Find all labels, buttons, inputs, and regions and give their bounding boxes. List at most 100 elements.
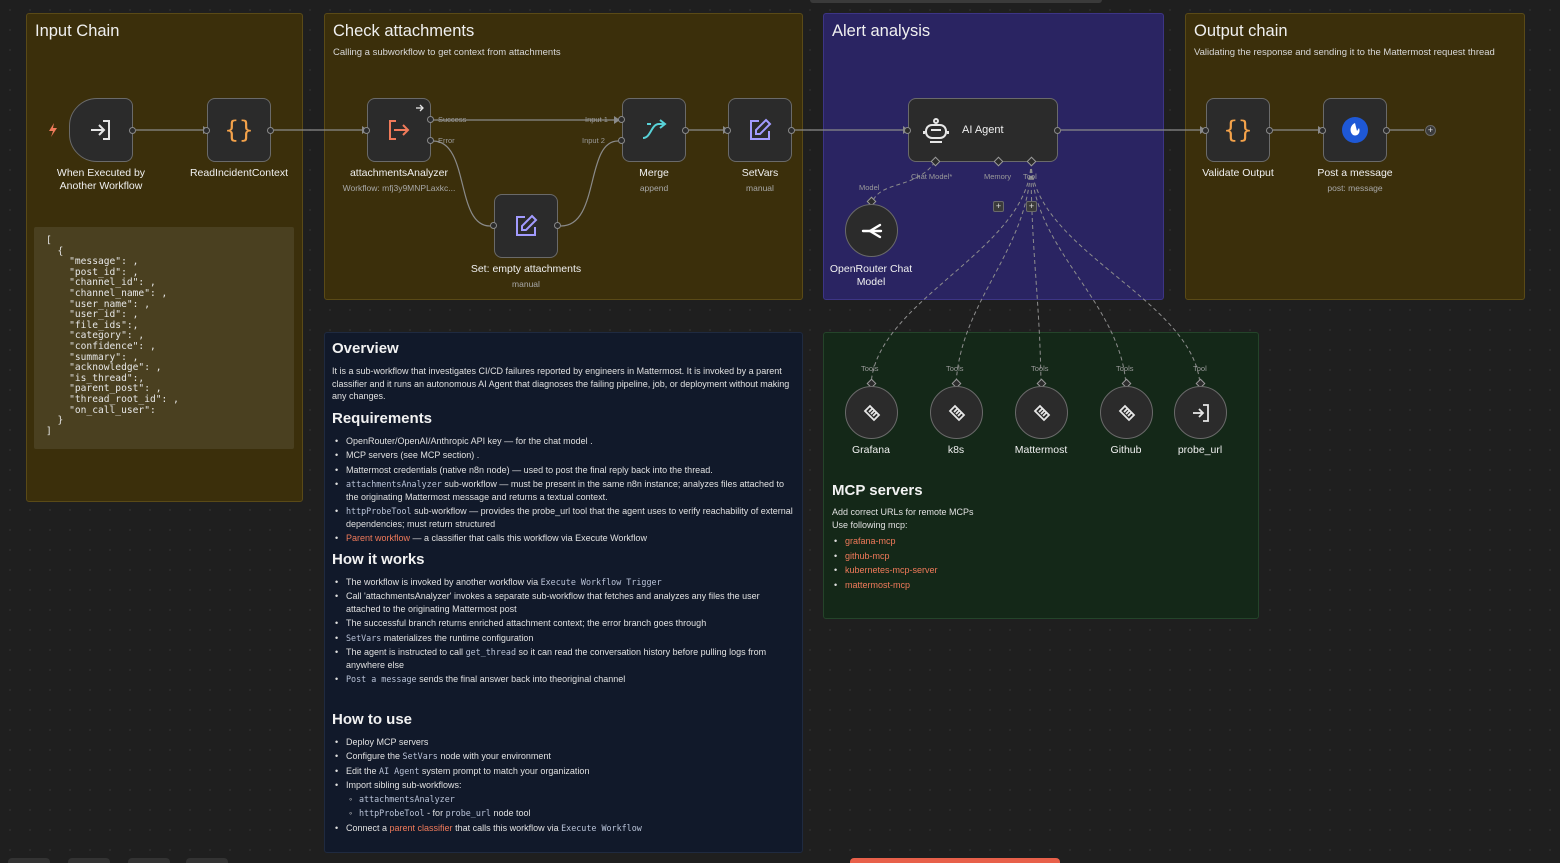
wrench-icon: [1101, 387, 1152, 438]
section-title: MCP servers: [832, 482, 923, 499]
node-subtitle: manual: [746, 183, 774, 193]
port-label-tools: Tools: [1116, 364, 1134, 373]
open-subworkflow-icon[interactable]: [415, 103, 425, 113]
mcp-link[interactable]: github-mcp: [845, 550, 890, 561]
sample-json-block: [ { "message": , "post_id": , "channel_i…: [34, 227, 294, 449]
node-validate-output[interactable]: {}: [1206, 98, 1270, 162]
output-handle[interactable]: [267, 127, 274, 134]
output-handle[interactable]: [554, 222, 561, 229]
output-handle[interactable]: [788, 127, 795, 134]
parent-classifier-link[interactable]: parent classifier: [389, 822, 453, 833]
sticky-title: Alert analysis: [832, 22, 931, 40]
port-label-success: Success: [438, 115, 467, 124]
output-handle[interactable]: [1054, 127, 1061, 134]
port-label-chat-model: Chat Model*: [911, 172, 953, 181]
port-label-memory: Memory: [984, 172, 1012, 181]
add-memory-button[interactable]: +: [993, 201, 1004, 212]
input-handle[interactable]: [904, 127, 911, 134]
node-post-a-message[interactable]: [1323, 98, 1387, 162]
input-handle[interactable]: [363, 127, 370, 134]
mcp-servers-section: MCP servers Add correct URLs for remote …: [832, 482, 974, 592]
svg-text:{}: {}: [225, 116, 254, 144]
output-handle[interactable]: [129, 127, 136, 134]
mcp-link[interactable]: mattermost-mcp: [845, 579, 911, 590]
node-ai-agent[interactable]: AI Agent: [908, 98, 1058, 162]
section-title: Overview: [332, 340, 399, 357]
input-handle-1[interactable]: [618, 116, 625, 123]
sample-json-text: [ { "message": , "post_id": , "channel_i…: [46, 235, 179, 437]
port-label-model: Model: [859, 183, 880, 192]
list-item: grafana-mcp: [832, 534, 974, 549]
node-attachments-analyzer[interactable]: [367, 98, 431, 162]
node-label: Set: empty attachments: [470, 263, 582, 275]
mcp-line: Use following mcp:: [832, 519, 908, 530]
output-handle[interactable]: [1266, 127, 1273, 134]
add-tool-button[interactable]: +: [1026, 201, 1037, 212]
mcp-link[interactable]: grafana-mcp: [845, 536, 896, 546]
mcp-line: Add correct URLs for remote MCPs: [832, 507, 974, 517]
input-handle[interactable]: [724, 127, 731, 134]
node-openrouter-chat-model[interactable]: [845, 204, 898, 257]
parent-workflow-link[interactable]: Parent workflow: [346, 533, 411, 544]
merge-icon: [623, 99, 685, 161]
input-handle-2[interactable]: [618, 137, 625, 144]
pencil-icon: [495, 195, 557, 257]
node-tool-github[interactable]: [1100, 386, 1153, 439]
list-item: The successful branch returns enriched a…: [332, 617, 794, 630]
list-item: httpProbeTool sub-workflow — provides th…: [332, 505, 794, 531]
requirements-list: OpenRouter/OpenAI/Anthropic API key — fo…: [332, 435, 794, 546]
node-set-empty-attachments[interactable]: [494, 194, 558, 258]
list-item: httpProbeTool - for probe_url node tool: [332, 807, 794, 820]
list-item: Call 'attachmentsAnalyzer' invokes a sep…: [332, 590, 794, 616]
port-label-input2: Input 2: [582, 136, 605, 145]
sign-in-icon: [70, 99, 132, 161]
node-label: Merge: [639, 167, 669, 179]
output-handle-error[interactable]: [427, 137, 434, 144]
node-tool-mattermost[interactable]: [1015, 386, 1068, 439]
node-subtitle: manual: [512, 279, 540, 289]
list-item: Mattermost credentials (native n8n node)…: [332, 464, 794, 477]
output-handle[interactable]: [1383, 127, 1390, 134]
add-node-button[interactable]: +: [1425, 125, 1436, 136]
wrench-icon: [931, 387, 982, 438]
node-setvars[interactable]: [728, 98, 792, 162]
node-label: Github: [1110, 444, 1142, 456]
node-execute-workflow-trigger[interactable]: [69, 98, 133, 162]
input-handle[interactable]: [490, 222, 497, 229]
sticky-title: Check attachments: [333, 22, 475, 40]
overview-text: It is a sub-workflow that investigates C…: [332, 366, 790, 401]
zoom-control[interactable]: [8, 858, 50, 863]
node-merge[interactable]: [622, 98, 686, 162]
zoom-control[interactable]: [68, 858, 110, 863]
node-label: OpenRouter Chat Model: [829, 263, 913, 288]
zoom-control[interactable]: [128, 858, 170, 863]
output-handle-success[interactable]: [427, 116, 434, 123]
list-item: Deploy MCP servers: [332, 736, 794, 749]
input-handle[interactable]: [203, 127, 210, 134]
node-label: Grafana: [852, 444, 890, 456]
node-tool-grafana[interactable]: [845, 386, 898, 439]
node-subtitle: post: message: [1327, 183, 1383, 193]
node-tool-probe-url[interactable]: [1174, 386, 1227, 439]
list-item: kubernetes-mcp-server: [832, 563, 974, 578]
list-item: attachmentsAnalyzer sub-workflow — must …: [332, 478, 794, 504]
node-tool-k8s[interactable]: [930, 386, 983, 439]
node-label: When Executed by Another Workflow: [56, 167, 146, 192]
how-it-works-list: The workflow is invoked by another workf…: [332, 576, 794, 687]
input-handle[interactable]: [1202, 127, 1209, 134]
node-label: Validate Output: [1202, 167, 1274, 179]
output-handle[interactable]: [682, 127, 689, 134]
sticky-subtitle: Validating the response and sending it t…: [1194, 47, 1495, 58]
node-read-incident-context[interactable]: {}: [207, 98, 271, 162]
mcp-link[interactable]: kubernetes-mcp-server: [845, 565, 938, 575]
zoom-control[interactable]: [186, 858, 228, 863]
wrench-icon: [1016, 387, 1067, 438]
sticky-subtitle: Calling a subworkflow to get context fro…: [333, 47, 561, 58]
openrouter-icon: [846, 205, 897, 256]
list-item: Edit the AI Agent system prompt to match…: [332, 765, 794, 778]
list-item: The workflow is invoked by another workf…: [332, 576, 794, 589]
sticky-title: Input Chain: [35, 22, 120, 40]
execute-workflow-button[interactable]: [850, 858, 1060, 863]
svg-text:{}: {}: [1224, 116, 1253, 144]
input-handle[interactable]: [1319, 127, 1326, 134]
